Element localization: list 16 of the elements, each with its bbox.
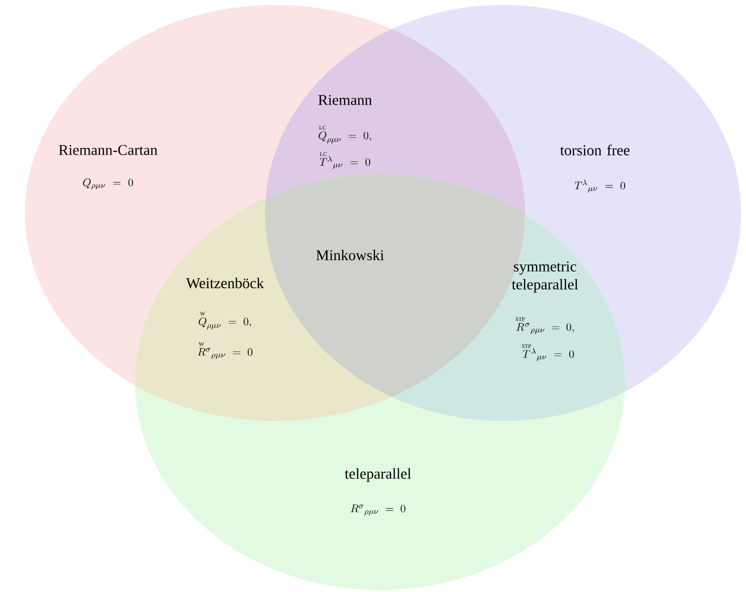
formula: $\overset{\scriptscriptstyle\mathrm{STP}}{T}{}^{\lambda}{}_{\mu\nu}=0$ xyxy=(522,344,574,361)
region-label: Riemann xyxy=(318,94,372,106)
formula: $\overset{\scriptscriptstyle\mathrm{LC}}{T}{}^{\lambda}{}_{\mu\nu}=0$ xyxy=(320,152,370,169)
set-name: teleparallel xyxy=(344,468,412,482)
formula: $\overset{\scriptscriptstyle\mathrm{STP}}{R}{}^{\sigma}{}_{\rho\mu\nu}=0,$ xyxy=(516,317,574,334)
set-name: torsion free xyxy=(560,144,630,156)
formula: $\overset{\scriptscriptstyle\mathrm{LC}}{Q}_{\rho\mu\nu}=0,$ xyxy=(318,126,371,144)
formula: $Q_{\rho\mu\nu}=0$ xyxy=(83,178,133,190)
region-label: symmetric teleparallel xyxy=(512,261,578,293)
formula: $R^{\sigma}{}_{\rho\mu\nu}=0$ xyxy=(350,504,406,516)
region-label: Weitzenböck xyxy=(186,278,264,288)
formula: $T^{\lambda}{}_{\mu\nu}=0$ xyxy=(574,180,626,193)
region-label: Minkowski xyxy=(316,250,384,260)
set-name: Riemann-Cartan xyxy=(58,144,158,156)
formula: $\overset{\scriptscriptstyle\mathrm{W}}{R}{}^{\sigma}{}_{\rho\mu\nu}=0$ xyxy=(198,342,252,359)
formula: $\overset{\scriptscriptstyle\mathrm{W}}{Q}_{\rho\mu\nu}=0,$ xyxy=(198,312,251,330)
